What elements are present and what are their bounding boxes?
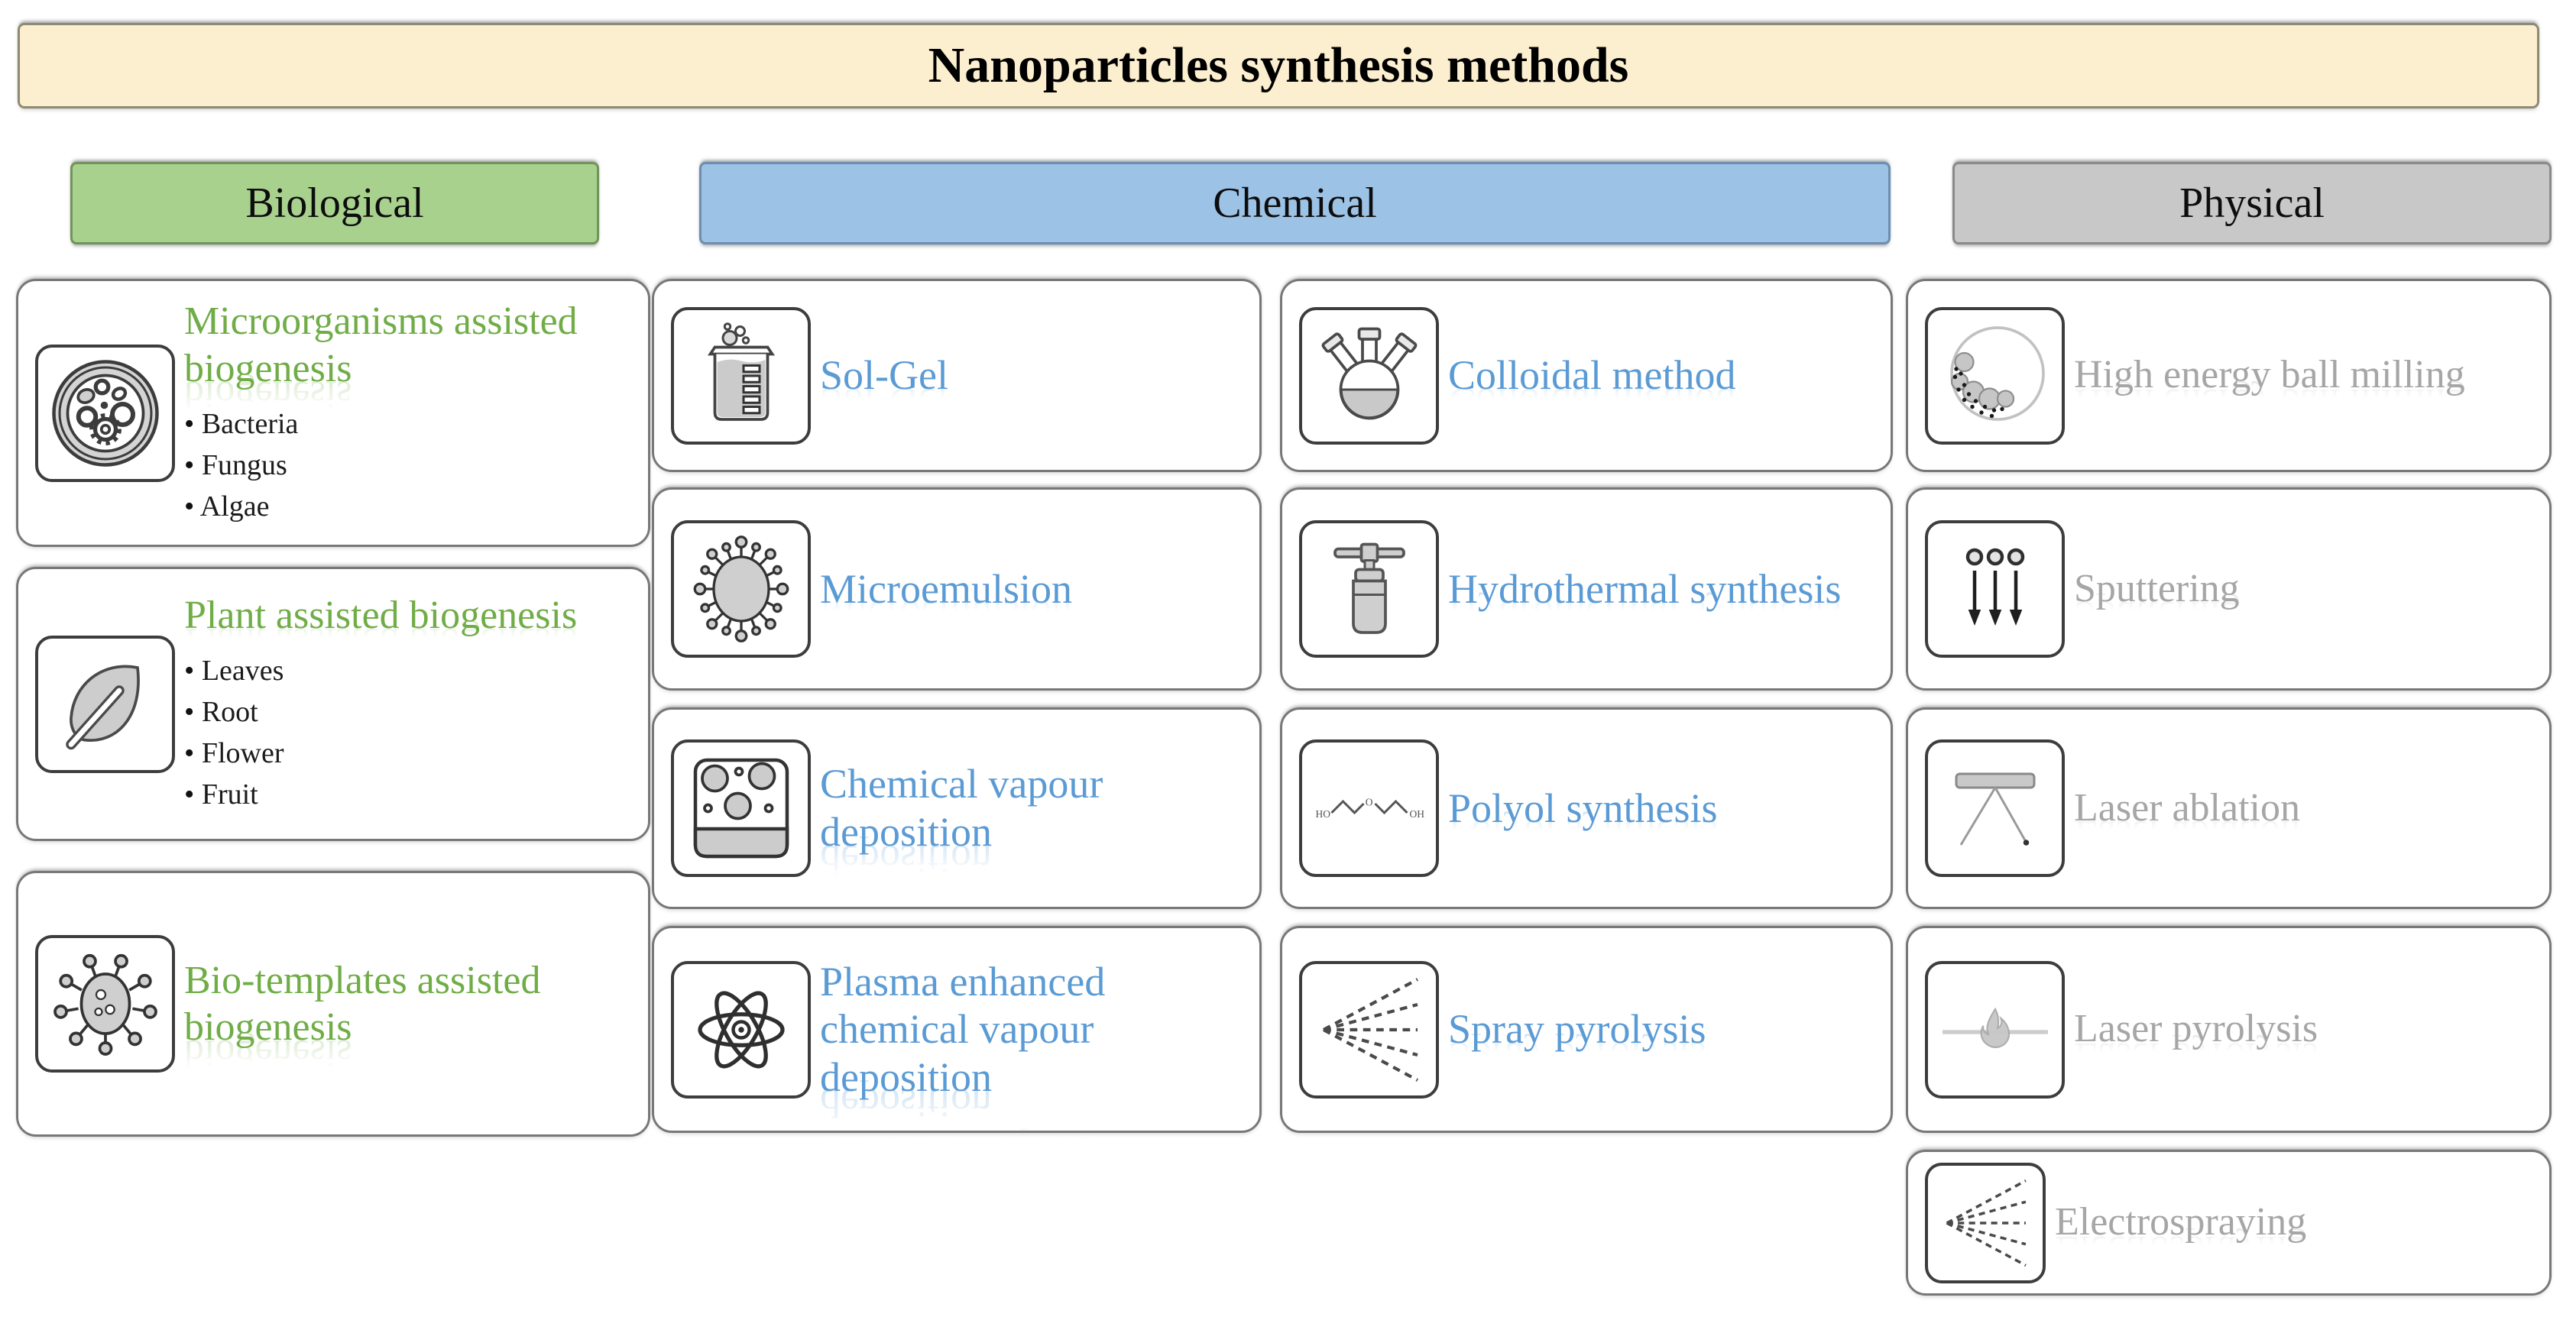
- title-banner: Nanoparticles synthesis methods: [18, 23, 2539, 108]
- atom-icon: [671, 960, 811, 1099]
- leaf-icon: [35, 635, 175, 773]
- laser-target-icon: [1925, 739, 2065, 877]
- micelle-icon: [671, 520, 811, 658]
- virus-template-icon: [35, 935, 175, 1073]
- method-label: Electrospraying: [2055, 1200, 2307, 1244]
- method-label: High energy ball milling: [2074, 353, 2465, 397]
- method-card-laser-pyrolysis: Laser pyrolysis: [1906, 926, 2552, 1133]
- method-card-sol-gel: Sol-Gel: [652, 279, 1262, 472]
- list-item: Root: [184, 692, 577, 733]
- header-biological-label: Biological: [245, 180, 424, 227]
- header-biological: Biological: [70, 162, 599, 244]
- cvd-chamber-icon: [671, 739, 811, 877]
- method-label: Microemulsion: [820, 565, 1072, 612]
- method-card-microemulsion: Microemulsion: [652, 487, 1262, 691]
- list-item: Flower: [184, 733, 577, 775]
- method-card-colloidal: Colloidal method: [1280, 279, 1893, 472]
- laser-flame-icon: [1925, 960, 2065, 1099]
- method-label: Sol-Gel: [820, 352, 948, 399]
- list-item: Leaves: [184, 651, 577, 692]
- page-title: Nanoparticles synthesis methods: [928, 37, 1629, 93]
- method-text-block: Bio-templates assisted biogenesis: [184, 957, 636, 1051]
- method-card-microorganisms: Microorganisms assisted biogenesis Bacte…: [16, 279, 650, 547]
- biological-column: Microorganisms assisted biogenesis Bacte…: [16, 279, 650, 1137]
- method-label: Colloidal method: [1448, 352, 1736, 399]
- method-card-spray-pyrolysis: Spray pyrolysis: [1280, 926, 1893, 1133]
- method-card-sputtering: Sputtering: [1906, 487, 2552, 691]
- method-card-hydrothermal: Hydrothermal synthesis: [1280, 487, 1893, 691]
- method-label: Laser ablation: [2074, 785, 2300, 830]
- header-chemical-label: Chemical: [1213, 180, 1377, 227]
- method-label: Plasma enhanced chemical vapour depositi…: [820, 958, 1106, 1100]
- svg-text:HO: HO: [1315, 808, 1330, 820]
- svg-text:O: O: [1365, 796, 1372, 807]
- method-card-bio-templates: Bio-templates assisted biogenesis: [16, 871, 650, 1137]
- svg-text:OH: OH: [1409, 808, 1424, 820]
- header-physical: Physical: [1952, 162, 2552, 244]
- method-item-list: Leaves Root Flower Fruit: [184, 651, 577, 816]
- method-label: Sputtering: [2074, 566, 2240, 610]
- glycol-molecule-icon: HO O OH: [1299, 739, 1439, 877]
- method-item-list: Bacteria Fungus Algae: [184, 404, 636, 528]
- method-label: Hydrothermal synthesis: [1448, 565, 1842, 612]
- method-card-plant: Plant assisted biogenesis Leaves Root Fl…: [16, 567, 650, 841]
- ball-mill-icon: [1925, 306, 2065, 445]
- petri-dish-icon: [35, 344, 175, 482]
- list-item: Fungus: [184, 445, 636, 487]
- physical-column: High energy ball milling: [1906, 279, 2552, 1296]
- spray-cone-icon: [1299, 960, 1439, 1099]
- header-chemical: Chemical: [699, 162, 1891, 244]
- method-card-pecvd: Plasma enhanced chemical vapour depositi…: [652, 926, 1262, 1133]
- chemical-column-1: Sol-Gel: [652, 279, 1262, 1133]
- chemical-column-2: Colloidal method Hydrothermal synthesis …: [1280, 279, 1893, 1133]
- method-label: Laser pyrolysis: [2074, 1007, 2318, 1051]
- method-card-cvd: Chemical vapour deposition: [652, 707, 1262, 909]
- method-title: Microorganisms assisted biogenesis: [184, 299, 578, 390]
- sputtering-arrows-icon: [1925, 520, 2065, 658]
- method-card-laser-ablation: Laser ablation: [1906, 707, 2552, 909]
- list-item: Algae: [184, 487, 636, 528]
- beaker-icon: [671, 306, 811, 445]
- method-title: Bio-templates assisted biogenesis: [184, 958, 541, 1049]
- list-item: Fruit: [184, 775, 577, 816]
- list-item: Bacteria: [184, 404, 636, 445]
- method-label: Spray pyrolysis: [1448, 1006, 1706, 1053]
- spray-cone-icon: [1925, 1162, 2046, 1283]
- method-title: Plant assisted biogenesis: [184, 593, 578, 637]
- method-card-ball-milling: High energy ball milling: [1906, 279, 2552, 472]
- method-text-block: Plant assisted biogenesis Leaves Root Fl…: [184, 592, 577, 816]
- method-text-block: Microorganisms assisted biogenesis Bacte…: [184, 298, 636, 528]
- method-card-polyol: HO O OH Polyol synthesis: [1280, 707, 1893, 909]
- header-physical-label: Physical: [2179, 180, 2325, 227]
- three-neck-flask-icon: [1299, 306, 1439, 445]
- method-label: Polyol synthesis: [1448, 785, 1718, 831]
- method-card-electrospraying: Electrospraying: [1906, 1150, 2552, 1296]
- autoclave-icon: [1299, 520, 1439, 658]
- method-label: Chemical vapour deposition: [820, 761, 1103, 855]
